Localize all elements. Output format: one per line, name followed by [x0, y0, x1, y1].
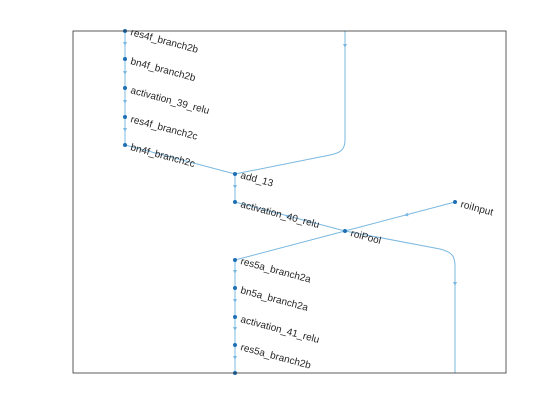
arrow-7	[453, 282, 457, 286]
node-roiInput[interactable]	[453, 200, 457, 204]
arrow-13	[233, 356, 237, 360]
arrow-2	[123, 71, 127, 75]
node-activation_40_relu[interactable]	[233, 200, 237, 204]
arrow-1	[123, 42, 127, 46]
node-res5a_branch2b[interactable]	[233, 343, 237, 347]
arrow-3	[123, 100, 127, 104]
edge-bn4f_branch2c-add_13	[124, 144, 236, 175]
arrow-8	[404, 212, 409, 217]
edge-skip-into-add_13	[234, 31, 346, 175]
node-add_13[interactable]	[233, 172, 237, 176]
node-activation_41_relu[interactable]	[233, 315, 237, 319]
arrow-12	[233, 327, 237, 331]
node-res4f_branch2c[interactable]	[123, 115, 127, 119]
axes-frame	[72, 30, 507, 374]
arrow-5	[343, 44, 347, 48]
node-res5a_branch2a[interactable]	[233, 258, 237, 262]
node-bn5a_branch2a[interactable]	[233, 286, 237, 290]
arrow-6	[233, 185, 237, 189]
node-bn4f_branch2b[interactable]	[123, 57, 127, 61]
arrow-4	[123, 128, 127, 132]
arrow-11	[233, 299, 237, 303]
edge-roiPool-res5a_branch2a	[234, 230, 346, 261]
edge-activation_40_relu-skip	[344, 230, 456, 373]
axes-background	[73, 31, 506, 373]
node-bn4f_branch2c[interactable]	[123, 143, 127, 147]
arrow-10	[233, 270, 237, 274]
edge-activation_40_relu-roiPool	[234, 201, 346, 232]
arrow-9	[285, 214, 290, 219]
edge-roiInput-roiPool	[344, 201, 456, 232]
node-activation_39_relu[interactable]	[123, 86, 127, 90]
node-roiPool[interactable]	[343, 229, 347, 233]
